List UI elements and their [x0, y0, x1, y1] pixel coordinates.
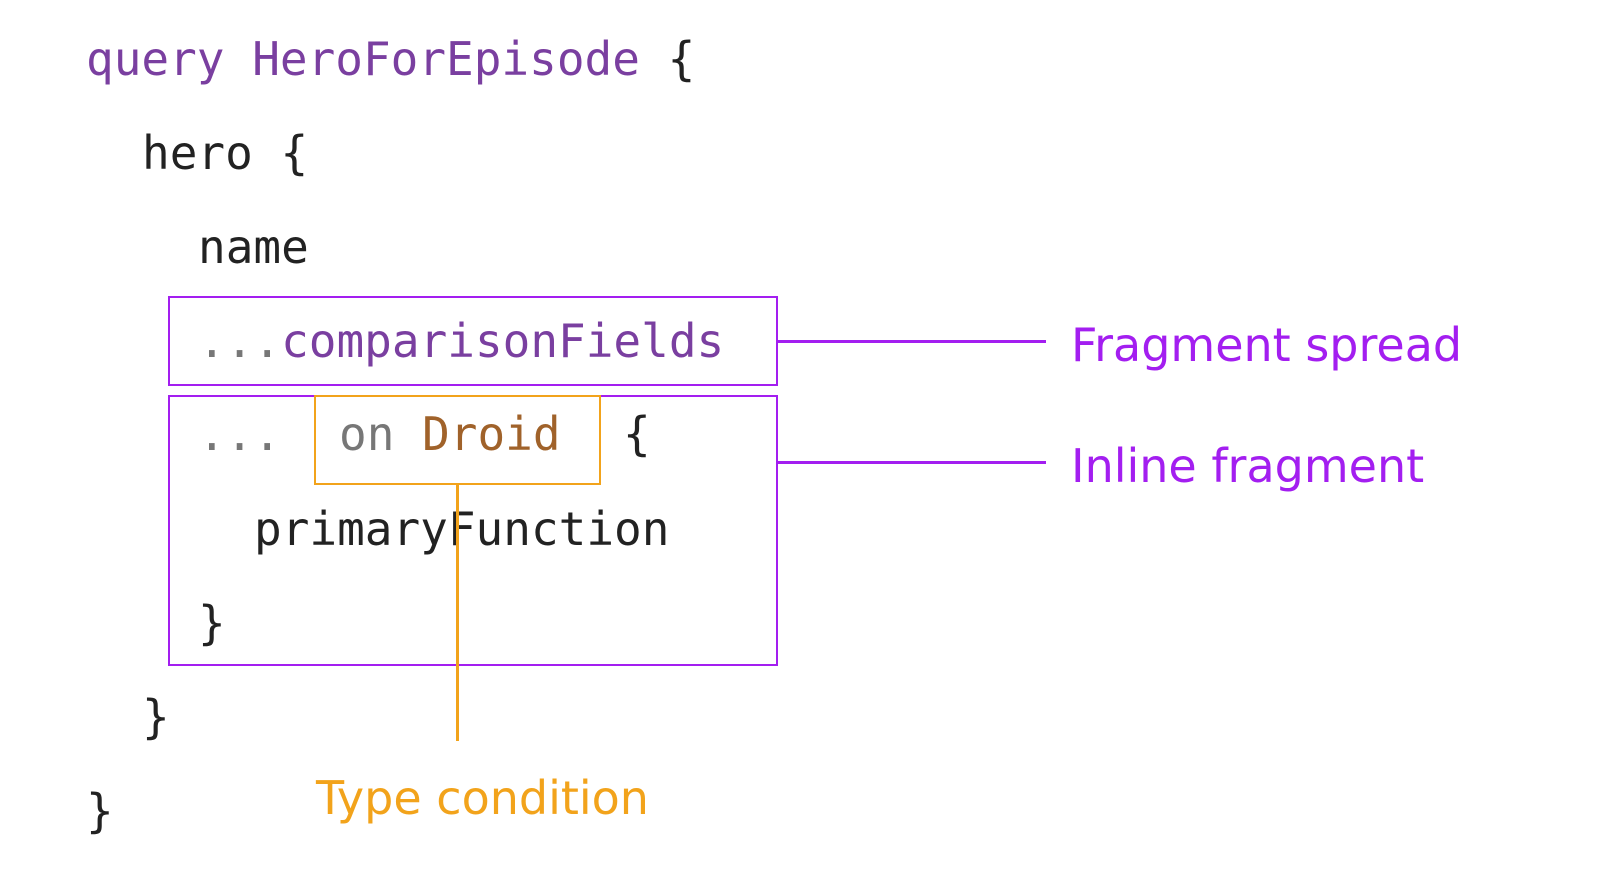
- spread-dots: ...: [198, 314, 282, 368]
- fragment-name: comparisonFields: [281, 314, 725, 368]
- type-condition-connector: [456, 485, 459, 741]
- inline-fragment-connector: [778, 461, 1046, 464]
- query-keyword: query: [86, 32, 225, 86]
- code-line-close-hero: }: [142, 694, 170, 740]
- code-line-name: name: [198, 224, 309, 270]
- code-line-hero: hero {: [142, 130, 308, 176]
- on-keyword: on: [339, 407, 395, 461]
- fragment-spread-label: Fragment spread: [1071, 318, 1463, 372]
- open-brace: {: [280, 126, 309, 180]
- code-line-close-inline: }: [198, 600, 226, 646]
- fragment-spread-connector: [778, 340, 1046, 343]
- code-type-condition: on Droid: [339, 411, 561, 457]
- code-line-fragment-spread: ...comparisonFields: [198, 318, 724, 364]
- close-brace: }: [86, 784, 114, 838]
- open-brace: {: [667, 32, 696, 86]
- operation-name: HeroForEpisode: [252, 32, 640, 86]
- inline-fragment-label: Inline fragment: [1071, 439, 1425, 493]
- code-line-inline-fragment: ...: [198, 411, 281, 457]
- type-condition-label: Type condition: [316, 771, 649, 825]
- code-inline-open-brace: {: [623, 411, 651, 457]
- fragment-spread-box: [168, 296, 778, 386]
- inline-dots: ...: [198, 407, 282, 461]
- type-condition-box: [314, 395, 601, 485]
- name-field: name: [198, 220, 309, 274]
- type-name: Droid: [422, 407, 561, 461]
- hero-field: hero: [142, 126, 253, 180]
- code-line-close-query: }: [86, 788, 114, 834]
- code-line-primary-function: primaryFunction: [254, 506, 669, 552]
- close-brace: }: [198, 596, 226, 650]
- code-line-query: query HeroForEpisode {: [86, 36, 695, 82]
- close-brace: }: [142, 690, 170, 744]
- open-brace: {: [623, 407, 651, 461]
- primary-function-field: primaryFunction: [254, 502, 670, 556]
